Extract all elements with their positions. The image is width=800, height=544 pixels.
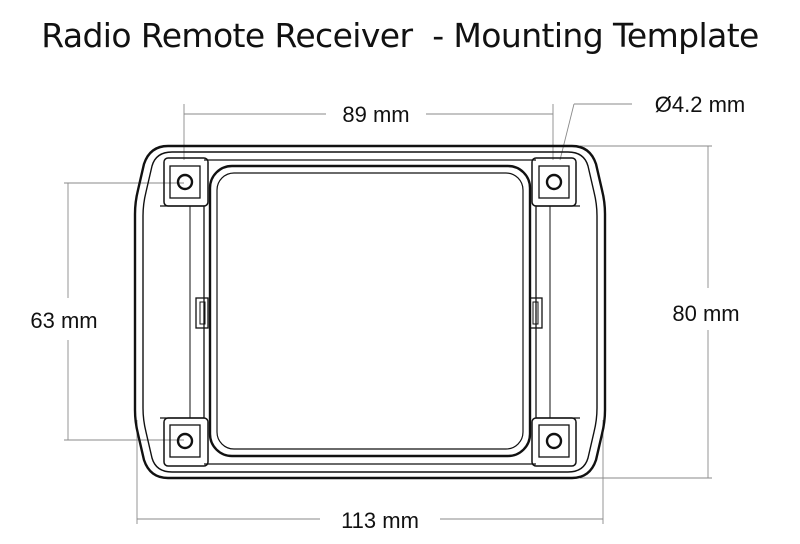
dimension-lines xyxy=(64,103,712,524)
dim-80mm-label: 80 mm xyxy=(672,301,739,326)
page-title: Radio Remote Receiver - Mounting Templat… xyxy=(41,16,759,55)
dim-hole-diameter-label: Ø4.2 mm xyxy=(655,92,745,117)
side-clip-left xyxy=(195,297,209,329)
mounting-hole-bottom-left xyxy=(163,417,209,467)
mounting-hole-top-left xyxy=(163,157,209,207)
dim-113mm-label: 113 mm xyxy=(341,508,419,533)
dim-89mm-label: 89 mm xyxy=(342,102,409,127)
lid-window xyxy=(208,164,532,458)
enclosure-outline xyxy=(133,144,607,480)
dim-63mm-label: 63 mm xyxy=(30,308,97,333)
mounting-hole-bottom-right xyxy=(531,417,577,467)
side-clip-right xyxy=(529,297,543,329)
mounting-hole-top-right xyxy=(531,157,577,207)
